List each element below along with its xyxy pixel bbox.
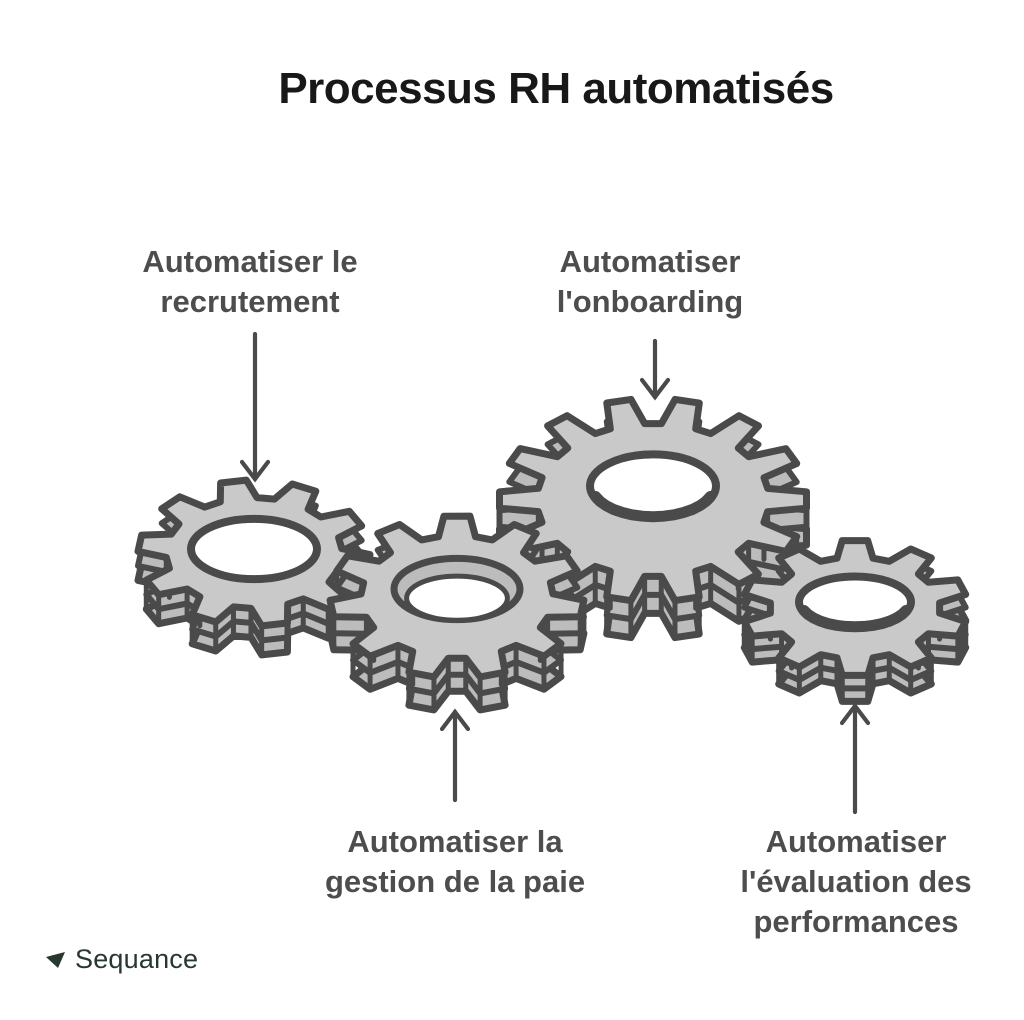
- arrow-recruitment-icon: [239, 331, 271, 483]
- page-title: Processus RH automatisés: [278, 64, 834, 113]
- gear-recruitment-icon: [134, 476, 374, 659]
- label-recruitment: Automatiser le recrutement: [142, 244, 358, 319]
- label-performance: Automatiser l'évaluation des performance…: [740, 824, 972, 939]
- label-payroll: Automatiser la gestion de la paie: [324, 824, 586, 899]
- arrow-payroll-icon: [439, 708, 471, 803]
- brand-name: Sequance: [75, 944, 199, 974]
- arrow-performance-icon: [839, 702, 871, 815]
- label-onboarding: Automatiser l'onboarding: [556, 244, 744, 319]
- cursor-triangle-icon: [46, 951, 65, 968]
- gear-payroll-icon: [326, 512, 588, 714]
- gear-performance-icon: [740, 537, 970, 705]
- arrow-onboarding-icon: [639, 338, 671, 401]
- brand-logo: Sequance: [46, 944, 198, 975]
